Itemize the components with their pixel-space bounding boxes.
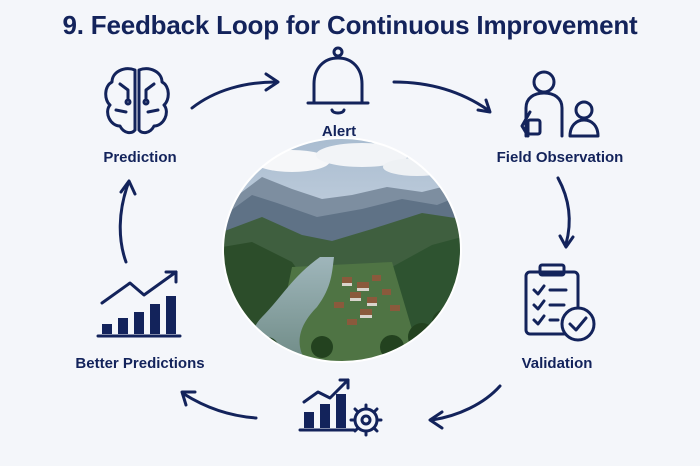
arrow-better-predictions-to-prediction bbox=[118, 179, 137, 264]
node-label-field-observation: Field Observation bbox=[496, 149, 624, 166]
node-label-validation: Validation bbox=[521, 355, 593, 372]
clipboard-check-icon bbox=[524, 263, 596, 342]
arrow-validation-to-retraining bbox=[428, 384, 502, 430]
arrow-prediction-to-alert bbox=[190, 72, 280, 110]
field-observers-icon bbox=[520, 70, 600, 138]
chart-gear-icon bbox=[298, 378, 383, 437]
arrow-field-observation-to-validation bbox=[556, 176, 575, 249]
arrow-alert-to-field-observation bbox=[392, 80, 492, 114]
brain-icon bbox=[104, 67, 170, 135]
bell-icon bbox=[306, 46, 370, 115]
rising-bar-chart-icon bbox=[96, 270, 182, 338]
node-label-prediction: Prediction bbox=[103, 149, 177, 166]
node-label-better-predictions: Better Predictions bbox=[75, 355, 205, 372]
mountain-valley-village-photo bbox=[222, 137, 462, 363]
diagram-title: 9. Feedback Loop for Continuous Improvem… bbox=[62, 10, 638, 40]
node-label-alert: Alert bbox=[321, 123, 357, 140]
arrow-retraining-to-better-predictions bbox=[180, 390, 258, 420]
